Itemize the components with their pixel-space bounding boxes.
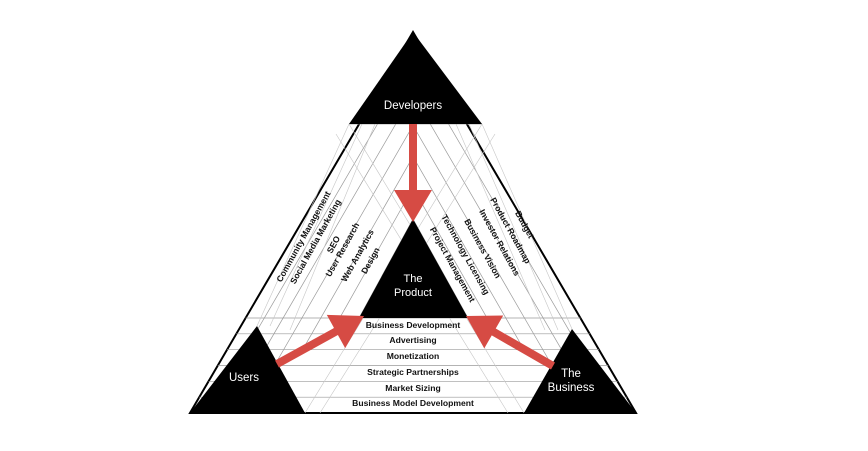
svg-text:Product: Product [394, 287, 432, 299]
product-triangle [359, 219, 468, 318]
arrows [275, 124, 555, 370]
grid-line [289, 123, 376, 331]
grid-line [412, 94, 581, 382]
business-label: The Business [548, 368, 595, 394]
grid-line [412, 187, 497, 335]
grid-line [330, 187, 414, 335]
svg-text:Business: Business [548, 382, 595, 394]
grid-line [455, 123, 546, 331]
business-corner [524, 329, 636, 413]
grid-line [481, 123, 573, 330]
bottom-band-label: Strategic Partnerships [367, 367, 459, 377]
svg-text:The: The [404, 273, 423, 285]
developers-corner [349, 32, 482, 124]
grid-line [256, 123, 350, 327]
bottom-band-labels: Business DevelopmentAdvertisingMonetizat… [352, 320, 474, 408]
business-arrow [466, 315, 555, 370]
grid-line [274, 125, 414, 366]
grid-line [468, 123, 559, 331]
users-corner [190, 326, 305, 413]
grid-line [412, 125, 553, 366]
users-arrow [275, 314, 364, 368]
bottom-band-label: Advertising [389, 335, 436, 345]
users-label: Users [229, 372, 259, 384]
svg-text:The: The [561, 368, 581, 380]
grid-line [302, 156, 414, 350]
bottom-band-label: Business Development [366, 320, 461, 330]
bottom-band-label: Business Model Development [352, 398, 474, 408]
developers-label: Developers [384, 100, 442, 112]
bottom-band-label: Market Sizing [385, 383, 440, 393]
grid-line [412, 156, 525, 350]
product-label: The Product [394, 273, 432, 299]
grid-line [269, 123, 363, 327]
developers-arrow [394, 124, 432, 222]
bottom-band-label: Monetization [387, 351, 440, 361]
grid-line [246, 94, 414, 382]
